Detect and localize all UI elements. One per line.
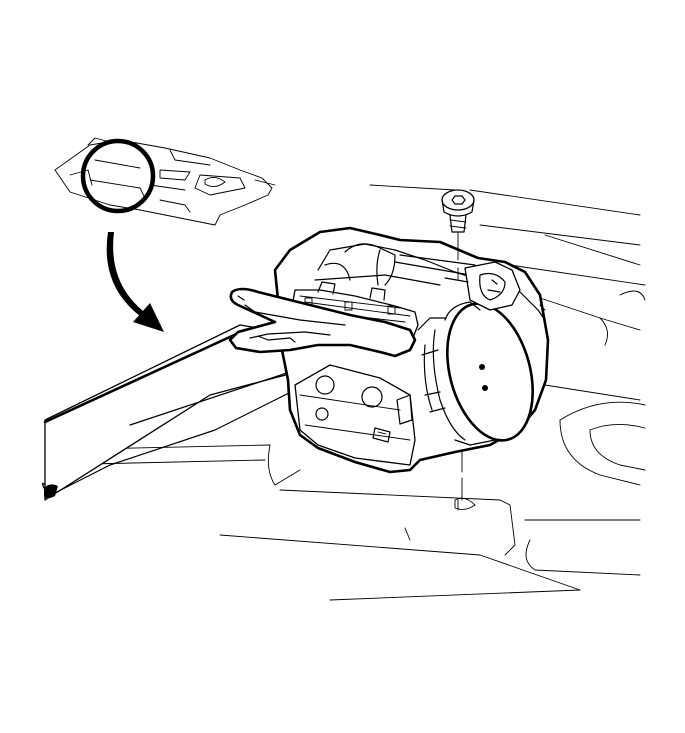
detail-callout-circle (80, 138, 156, 214)
callout-arrow (106, 232, 164, 332)
floor-panel (44, 184, 646, 601)
locator-inset (54, 137, 276, 226)
mounting-bolt (441, 189, 475, 281)
seat-belt-retractor (228, 226, 550, 474)
